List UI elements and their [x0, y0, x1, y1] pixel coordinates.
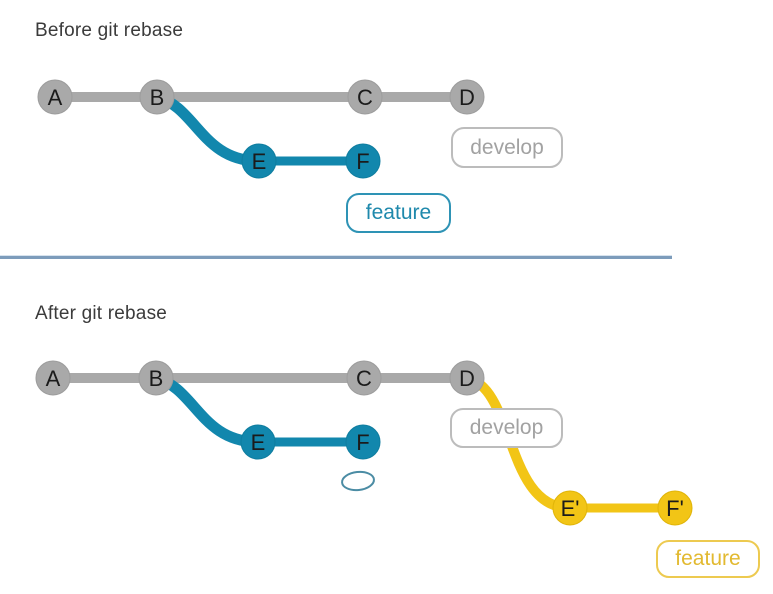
feature-branch-label-before: feature: [346, 193, 451, 233]
commit-node-before-B: [139, 79, 175, 115]
commit-node-before-D: [449, 79, 485, 115]
commit-node-after-E-prime: [552, 490, 588, 526]
commit-label-after-B: B: [149, 366, 164, 391]
commit-node-after-B: [138, 360, 174, 396]
after-teal-branch-edge: [150, 372, 264, 448]
commit-node-after-C: [346, 360, 382, 396]
commit-label-after-F-prime: F': [666, 496, 684, 521]
section-divider: [0, 255, 672, 259]
detached-commit-ellipse: [341, 470, 375, 492]
commit-label-after-E: E: [251, 430, 266, 455]
commit-label-before-C: C: [357, 85, 373, 110]
commit-label-before-D: D: [459, 85, 475, 110]
commit-node-after-F: [345, 424, 381, 460]
commit-node-after-F-prime: [657, 490, 693, 526]
commit-label-after-D: D: [459, 366, 475, 391]
feature-branch-label-after: feature: [656, 540, 760, 578]
commit-node-before-E: [241, 143, 277, 179]
commit-label-before-B: B: [150, 85, 165, 110]
commit-label-after-E-prime: E': [561, 496, 580, 521]
commit-node-before-F: [345, 143, 381, 179]
commit-label-before-F: F: [356, 149, 369, 174]
commit-node-before-A: [37, 79, 73, 115]
commit-label-after-A: A: [46, 366, 61, 391]
develop-branch-label-after: develop: [450, 408, 563, 448]
commit-node-after-D: [449, 360, 485, 396]
before-teal-branch-edge: [151, 91, 265, 167]
commit-label-after-C: C: [356, 366, 372, 391]
develop-branch-label-before: develop: [451, 127, 563, 168]
after-section-title: After git rebase: [35, 303, 168, 324]
commit-node-after-E: [240, 424, 276, 460]
commit-label-before-E: E: [252, 149, 267, 174]
commit-node-before-C: [347, 79, 383, 115]
commit-label-before-A: A: [48, 85, 63, 110]
before-section-title: Before git rebase: [35, 20, 184, 41]
commit-label-after-F: F: [356, 430, 369, 455]
commit-node-after-A: [35, 360, 71, 396]
